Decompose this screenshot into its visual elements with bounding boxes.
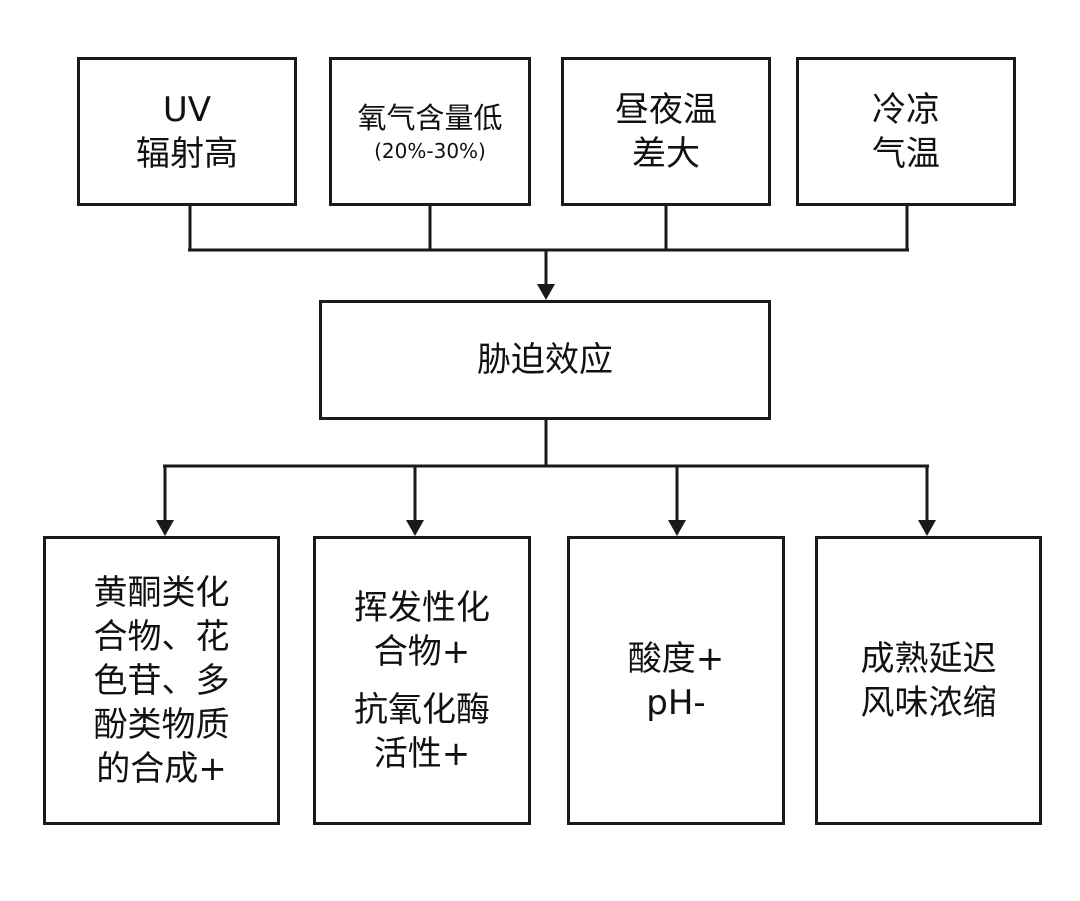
cause-2-line-1: 氧气含量低	[357, 100, 503, 135]
effect-box-volatiles-antioxidant: 挥发性化 合物+ 抗氧化酶 活性+	[313, 536, 531, 825]
arrowhead-effect-3	[668, 520, 686, 536]
cause-3-line-2: 差大	[632, 133, 700, 174]
cause-4-line-2: 气温	[872, 133, 940, 174]
center-box-stress-effect: 胁迫效应	[319, 300, 771, 420]
effect-box-acidity-ph: 酸度+ pH-	[567, 536, 785, 825]
cause-box-uv-radiation: UV 辐射高	[77, 57, 297, 206]
arrowhead-effect-4	[918, 520, 936, 536]
arrowhead-center	[537, 284, 555, 300]
cause-1-line-2: 辐射高	[136, 133, 238, 174]
effect-box-ripening-flavor: 成熟延迟 风味浓缩	[815, 536, 1042, 825]
effect-2-line-2: 合物+	[373, 631, 471, 672]
effect-1-line-3: 色苷、多	[93, 660, 230, 701]
cause-1-line-1: UV	[162, 89, 212, 130]
cause-4-line-1: 冷凉	[872, 89, 940, 130]
effect-4-line-1: 成熟延迟	[860, 638, 997, 679]
effect-3-line-1: 酸度+	[627, 638, 725, 679]
cause-3-line-1: 昼夜温	[615, 89, 717, 130]
effect-1-line-2: 合物、花	[93, 616, 230, 657]
cause-box-low-oxygen: 氧气含量低 (20%-30%)	[329, 57, 531, 206]
effect-1-line-4: 酚类物质	[93, 704, 230, 745]
cause-2-note: (20%-30%)	[374, 138, 486, 163]
effect-2-line-1: 挥发性化	[354, 587, 490, 628]
effect-4-line-2: 风味浓缩	[860, 682, 997, 723]
cause-box-cool-temperature: 冷凉 气温	[796, 57, 1016, 206]
effect-1-line-5: 的合成+	[96, 748, 227, 789]
effect-1-line-1: 黄酮类化	[93, 572, 230, 613]
effect-box-flavonoid-synthesis: 黄酮类化 合物、花 色苷、多 酚类物质 的合成+	[43, 536, 280, 825]
arrowhead-effect-1	[156, 520, 174, 536]
effect-2-line-3: 抗氧化酶	[354, 689, 490, 730]
center-label: 胁迫效应	[477, 340, 613, 380]
effect-3-line-2: pH-	[646, 682, 706, 723]
arrowhead-effect-2	[406, 520, 424, 536]
cause-box-diurnal-temperature: 昼夜温 差大	[561, 57, 771, 206]
effect-2-line-4: 活性+	[373, 733, 471, 774]
